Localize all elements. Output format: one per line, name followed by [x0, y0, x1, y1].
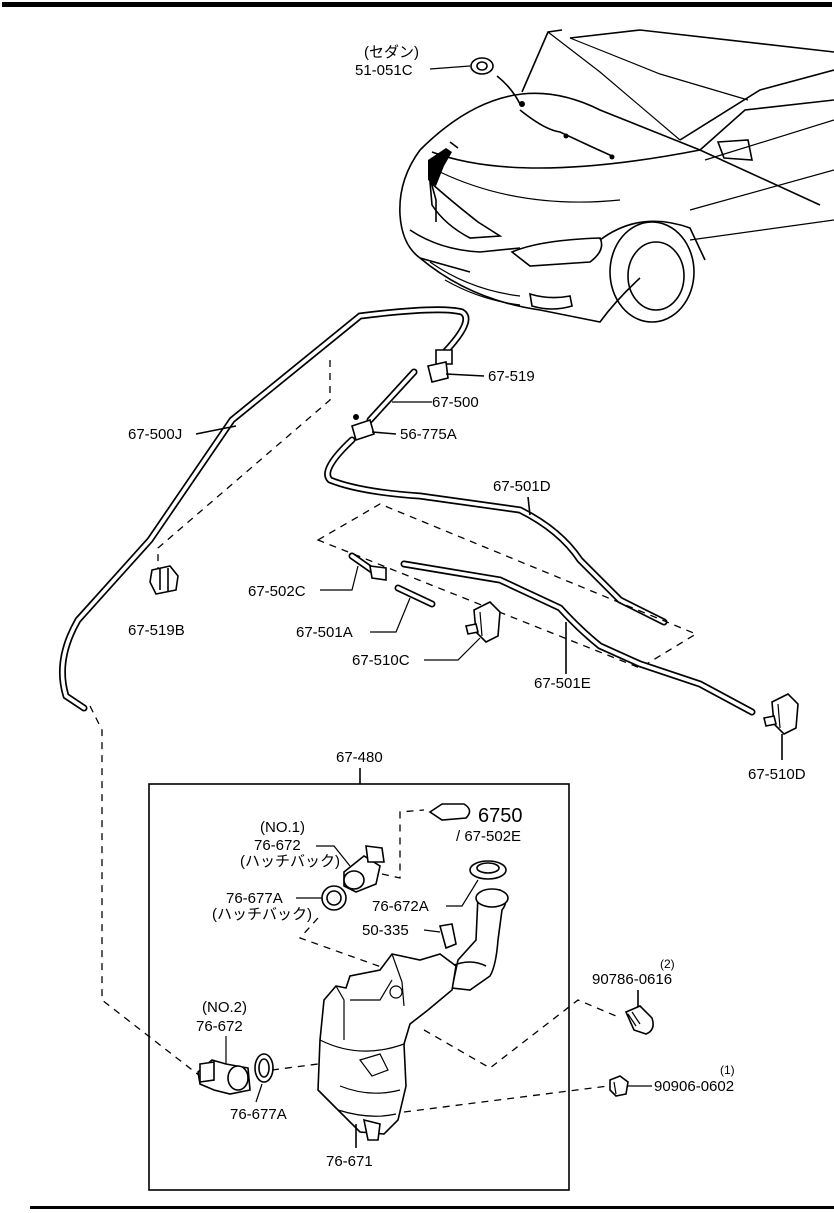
- dashed-ref-6750: [381, 809, 425, 879]
- dashed-leader-hatchback: [298, 917, 385, 969]
- grommet-51-051c-part: [429, 57, 494, 75]
- clip-50-335-label: 50-335: [362, 922, 409, 939]
- tank-assy-67-480-label: 67-480: [336, 749, 383, 766]
- hose-67-500-label: 67-500: [432, 394, 479, 411]
- dashed-leader-bolt: [423, 999, 617, 1069]
- dashed-leader-lower-left: [89, 705, 201, 1077]
- grommet-76-677a-2-label: 76-677A: [230, 1106, 287, 1123]
- cap-76-672a-part: [469, 860, 507, 880]
- nozzle-67-510d-label: 67-510D: [748, 766, 806, 783]
- joint-67-502c-part: [320, 552, 387, 591]
- cap-76-672a-leader: [446, 879, 479, 907]
- hose-67-500j-leader: [195, 425, 237, 435]
- dashed-leader-67-519b: [157, 360, 331, 568]
- clip-50-335-leader: [423, 929, 441, 933]
- clip-67-519b-label: 67-519B: [128, 622, 185, 639]
- hose-67-501e-label: 67-501E: [534, 675, 591, 692]
- pump-no1-76-672-label: 76-672: [254, 837, 301, 854]
- hose-67-501a-part: [370, 584, 436, 633]
- cap-76-672a-label: 76-672A: [372, 898, 429, 915]
- grommet-76-677a-2-part: [254, 1053, 274, 1083]
- nut-qty-label: (1): [720, 1063, 735, 1077]
- check-valve-56-775a-part: [351, 414, 397, 442]
- hose-67-501a-label: 67-501A: [296, 624, 353, 641]
- bottom-border-rule: [30, 1206, 834, 1209]
- joint-67-502c-label: 67-502C: [248, 583, 306, 600]
- hose-67-500-part: [366, 368, 432, 424]
- sedan-note-label: (セダン): [364, 44, 419, 61]
- car-illustration: [399, 29, 834, 323]
- dashed-leader-nut: [403, 1085, 609, 1113]
- nut-90906-0602-label: 90906-0602: [654, 1078, 734, 1095]
- hatchback-note-1-label: (ハッチバック): [240, 853, 340, 870]
- pump-no2-76-672-label: 76-672: [196, 1018, 243, 1035]
- reference-6750-label: 6750: [478, 805, 523, 827]
- pump-no1-leader: [316, 845, 351, 867]
- hose-67-501d-label: 67-501D: [493, 478, 551, 495]
- grommet-51-051c-label: 51-051C: [355, 62, 413, 79]
- tank-76-671-label: 76-671: [326, 1153, 373, 1170]
- nozzle-67-510c-part: [424, 601, 501, 661]
- tank-assy-frame: [148, 783, 570, 1191]
- dashed-leader-pump-no2: [271, 1063, 319, 1071]
- hose-67-500j-label: 67-500J: [128, 426, 182, 443]
- nut-90906-0602-part: [609, 1075, 629, 1097]
- top-border-rule: [2, 2, 832, 7]
- pump-no1-note-label: (NO.1): [260, 819, 305, 836]
- hose-67-501e-part: [400, 560, 756, 716]
- check-valve-56-775a-label: 56-775A: [400, 426, 457, 443]
- hose-67-501d-part: [324, 436, 668, 626]
- clip-50-335-part: [438, 923, 457, 950]
- tank-76-671-part: [317, 888, 509, 1148]
- clip-67-519b-part: [149, 565, 179, 595]
- reference-arrow-icon: [428, 803, 471, 821]
- pump-no1-part: [343, 845, 385, 893]
- nozzle-67-510d-part: [763, 693, 799, 760]
- grommet-76-677a-label: 76-677A: [226, 890, 283, 907]
- reference-67-502e-label: / 67-502E: [456, 828, 521, 845]
- bolt-qty-label: (2): [660, 957, 675, 971]
- pump-no2-part: [197, 1059, 251, 1095]
- bolt-90786-0616-part: [624, 990, 654, 1035]
- grommet-76-677a-part: [321, 885, 347, 911]
- grommet-76-677a-2-leader: [255, 1083, 263, 1103]
- tee-joint-67-519-label: 67-519: [488, 368, 535, 385]
- nozzle-67-510c-label: 67-510C: [352, 652, 410, 669]
- hatchback-note-2-label: (ハッチバック): [212, 906, 312, 923]
- tee-joint-67-519-part: [427, 349, 485, 383]
- hose-67-500j-part: [58, 306, 470, 712]
- bolt-90786-0616-label: 90786-0616: [592, 971, 672, 988]
- pump-no2-note-label: (NO.2): [202, 999, 247, 1016]
